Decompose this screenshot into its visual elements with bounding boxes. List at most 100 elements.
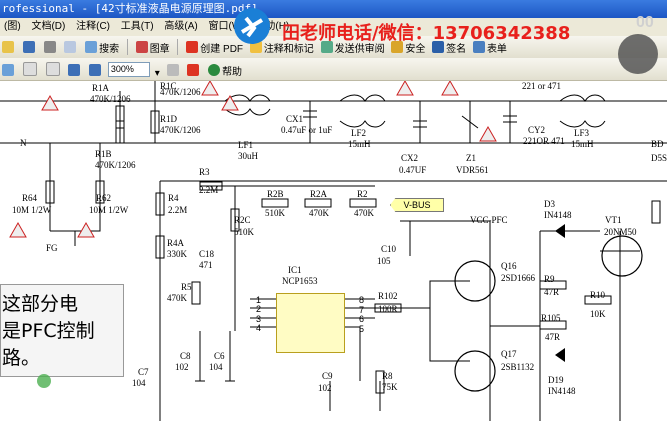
component-label: 510K: [265, 208, 285, 218]
component-label: 10M 1/2W: [89, 205, 129, 215]
comment-markup-button[interactable]: 注释和标记: [248, 38, 316, 56]
component-label: CX1: [286, 114, 304, 124]
component-label: VT1: [605, 215, 622, 225]
form-icon: [472, 41, 485, 53]
component-label: 470K/1206: [160, 87, 201, 97]
component-label: R1D: [160, 114, 178, 124]
component-label: 221OR 471: [523, 136, 565, 146]
window-title: rofessional - [42寸标准液晶电源原理图.pdf]: [2, 2, 258, 15]
help-button[interactable]: 帮助: [206, 61, 244, 79]
component-label: R4: [168, 193, 179, 203]
save-icon: [22, 41, 35, 53]
component-label: 2SB1132: [501, 362, 535, 372]
ic-pin-number: 5: [359, 324, 365, 334]
toolbar-divider: [177, 39, 179, 55]
component-label: R62: [96, 193, 112, 203]
print-icon: [43, 41, 56, 53]
review-icon: [320, 41, 333, 53]
component-label: 102: [175, 362, 189, 372]
fit-page-button[interactable]: [44, 60, 64, 78]
component-label: C8: [180, 351, 191, 361]
search-button[interactable]: 搜索: [83, 38, 121, 56]
menu-item-help[interactable]: 帮助(H): [255, 21, 290, 32]
rotate-icon: [166, 64, 179, 76]
stamp-icon: [135, 41, 148, 53]
zoom-icon: [2, 64, 14, 76]
component-label: 470K: [354, 208, 374, 218]
component-label: R102: [378, 291, 398, 301]
component-label: R8: [382, 371, 393, 381]
menu-item-view[interactable]: (图): [4, 21, 21, 32]
pdf-icon: [186, 41, 199, 53]
menu-item-comments[interactable]: 注释(C): [76, 21, 111, 32]
zoom-in-button[interactable]: [87, 61, 105, 79]
component-label: 104: [132, 378, 146, 388]
component-label: R105: [541, 313, 561, 323]
help-label: 帮助: [222, 66, 243, 78]
component-label: IN4148: [544, 210, 572, 220]
minus-icon: [68, 64, 81, 76]
ic-pin-number: 2: [256, 304, 262, 314]
component-label: 470K: [167, 293, 187, 303]
component-label: VDR561: [456, 165, 489, 175]
form-button[interactable]: 表单: [471, 38, 509, 56]
component-label: LF1: [238, 140, 254, 150]
email-button[interactable]: [62, 38, 80, 56]
component-label: IC1: [288, 265, 302, 275]
search-icon: [85, 41, 98, 53]
component-label: 470K: [309, 208, 329, 218]
save-button[interactable]: [21, 38, 39, 56]
create-pdf-button[interactable]: 创建 PDF: [184, 38, 245, 56]
adobe-button[interactable]: [185, 61, 203, 79]
adobe-icon: [187, 64, 200, 76]
menu-item-tools[interactable]: 工具(T): [120, 21, 154, 32]
component-label: D3: [544, 199, 555, 209]
menu-item-document[interactable]: 文档(D): [31, 21, 66, 32]
zoom-level-input[interactable]: 300%: [107, 62, 150, 77]
component-label: R5: [181, 282, 192, 292]
zoom-out-button[interactable]: [66, 61, 84, 79]
email-icon: [64, 41, 77, 53]
zoom-dropdown-button[interactable]: ▾: [153, 65, 162, 81]
rotate-button[interactable]: [165, 61, 183, 79]
component-label: IN4148: [548, 386, 576, 396]
component-label: R2C: [234, 215, 251, 225]
zoom-tool-button[interactable]: [0, 61, 18, 79]
component-label: R3: [199, 167, 210, 177]
security-button[interactable]: 安全: [389, 38, 427, 56]
annotation-note-box: [0, 284, 124, 377]
plus-icon: [89, 64, 102, 76]
send-for-review-button[interactable]: 发送供审阅: [319, 38, 387, 56]
open-button[interactable]: [0, 38, 18, 56]
ic-pin-number: 4: [256, 323, 262, 333]
form-label: 表单: [486, 43, 507, 55]
component-label: 105: [377, 256, 391, 266]
ic-pin-number: 6: [359, 314, 365, 324]
page-icon: [22, 62, 37, 76]
folder-icon: [2, 41, 14, 53]
component-label: Q16: [501, 261, 517, 271]
component-label: CX2: [401, 153, 419, 163]
component-label: 30uH: [238, 151, 258, 161]
component-label: 100R: [378, 304, 398, 314]
menu-item-window[interactable]: 窗口(W): [208, 21, 245, 32]
window-title-bar: rofessional - [42寸标准液晶电源原理图.pdf]: [0, 0, 667, 18]
video-player-button[interactable]: [618, 34, 658, 74]
sign-button[interactable]: 签名: [430, 38, 468, 56]
menu-item-advanced[interactable]: 高级(A): [164, 21, 198, 32]
stamp-button[interactable]: 图章: [134, 38, 172, 56]
view-toolbar: 300% ▾ 帮助: [0, 58, 667, 81]
page-view-button[interactable]: [21, 60, 41, 78]
component-label: 510K: [234, 227, 254, 237]
component-label: 47R: [545, 332, 561, 342]
stamp-label: 图章: [149, 43, 170, 55]
schematic-wiring: [0, 81, 667, 421]
component-label: R1B: [95, 149, 112, 159]
comment-icon: [249, 41, 262, 53]
print-button[interactable]: [42, 38, 60, 56]
component-label: 0.47UF: [399, 165, 427, 175]
component-label: C9: [322, 371, 333, 381]
component-label: 20NM50: [604, 227, 637, 237]
component-label: 75K: [382, 382, 398, 392]
